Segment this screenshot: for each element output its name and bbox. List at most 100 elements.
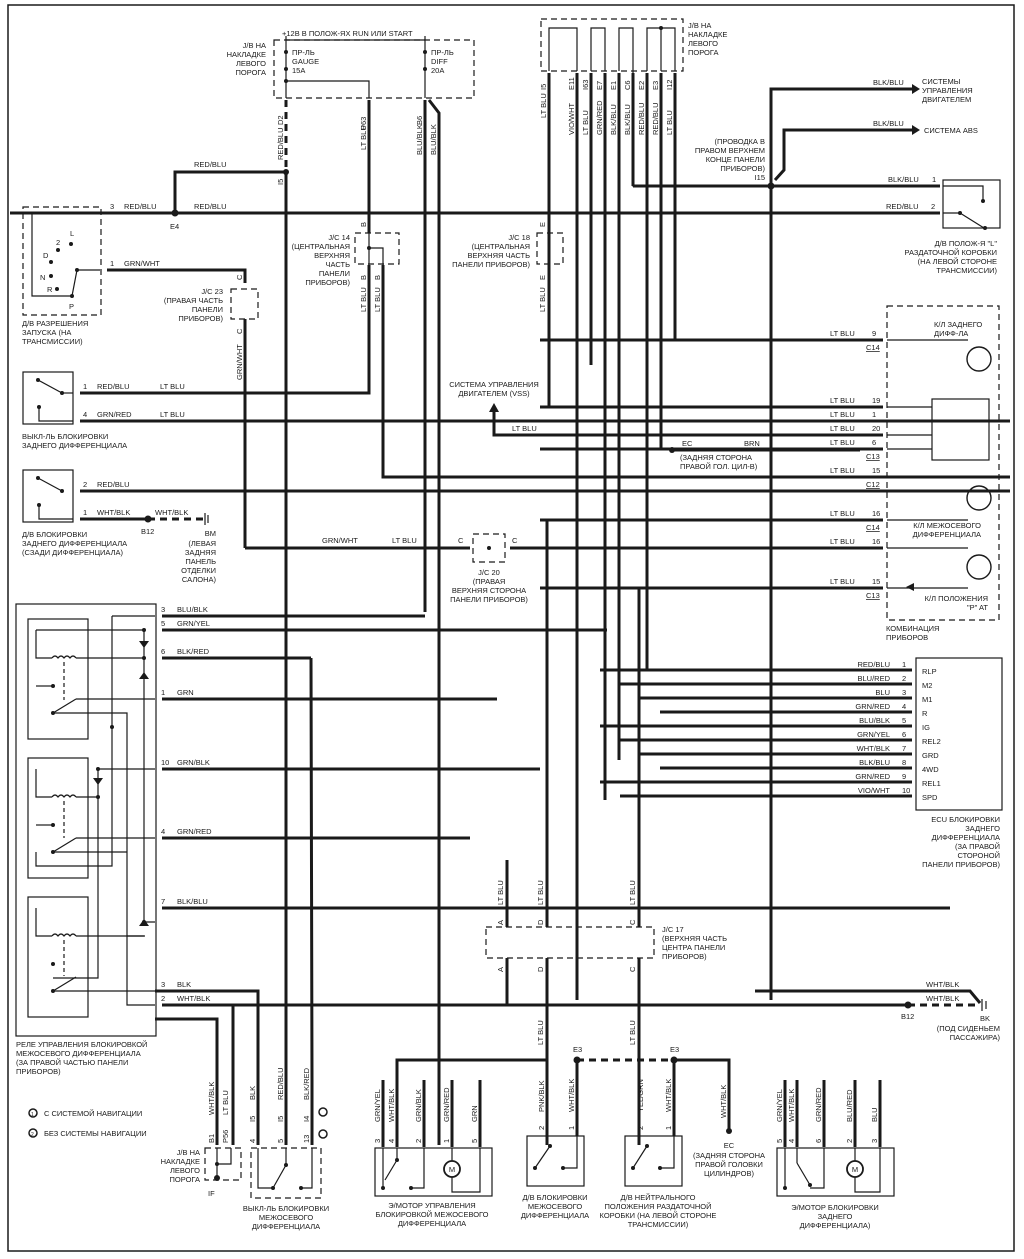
lamp-label: К/Л ЗАДНЕГО: [934, 320, 982, 329]
wire-label: LT BLU: [539, 93, 548, 118]
wire-label: GRN/RED: [855, 772, 890, 781]
wire-blk-blu: [773, 128, 912, 182]
pin-label: 2: [161, 994, 165, 1003]
wire-label: LT BLU: [628, 1020, 637, 1045]
ecu-terminal-name: R: [922, 709, 928, 718]
wire-label: WHT/BLK: [664, 1079, 673, 1112]
wire-label: BLK/BLU: [873, 78, 904, 87]
component-label: ПОЛОЖЕНИЯ РАЗДАТОЧНОЙ: [605, 1202, 712, 1211]
fuse-diff-label: DIFF: [431, 57, 448, 66]
pin-label: 5: [161, 619, 165, 628]
fuse-gauge-label: GAUGE: [292, 57, 319, 66]
fuse-diff-label: ПР-ЛЬ: [431, 48, 454, 57]
wire-label: GRN/BLK: [177, 758, 210, 767]
wire-label: LT BLU: [392, 536, 417, 545]
component-label: ТРАНСМИССИИ): [22, 337, 83, 346]
pin-label: B: [373, 275, 382, 280]
wire-label: LT BLU: [536, 1020, 545, 1045]
jc-label: ВЕРХНЯЯ СТОРОНА: [452, 586, 526, 595]
bottom-jb: IF J/B НА НАКЛАДКЕ ЛЕВОГО ПОРОГА B1 P56 …: [155, 1017, 242, 1198]
wire-label: BLK/RED: [302, 1067, 311, 1100]
pin-label: 6: [872, 438, 876, 447]
jc-label: ВЕРХНЯЯ ЧАСТЬ: [467, 251, 530, 260]
nav-marker-2-icon: [318, 1129, 328, 1139]
pin-label: 3: [373, 1139, 382, 1143]
wire-label: RED/BLU: [637, 102, 646, 135]
wire-label: BLK: [248, 1086, 257, 1100]
wire-label: LT BLU: [538, 287, 547, 312]
component-label: ЗАДНЕГО ДИФФЕРЕНЦИАЛА: [22, 539, 127, 548]
relay-label: МЕЖОСЕВОГО ДИФФЕРЕНЦИАЛА: [16, 1049, 141, 1058]
component-label: Э/МОТОР УПРАВЛЕНИЯ: [388, 1201, 475, 1210]
pin-label: 19: [872, 396, 880, 405]
wire-label: GRN/BLK: [414, 1089, 423, 1122]
jb-label-line: J/B НА: [688, 21, 711, 30]
wire-label: LT BLU: [160, 410, 185, 419]
ground-label: ПАССАЖИРА): [950, 1033, 1001, 1042]
position-label: L: [70, 229, 74, 238]
wire-label: GRN/RED: [595, 100, 604, 135]
component-label: РАЗДАТОЧНОЙ КОРОБКИ: [904, 248, 997, 257]
wire-label: GRN/WHT: [235, 344, 244, 380]
top-right-jb: J/B НА НАКЛАДКЕ ЛЕВОГО ПОРОГА: [540, 18, 727, 72]
jc-label: ПАНЕЛИ: [319, 269, 350, 278]
wire-label: WHT/BLK: [387, 1089, 396, 1122]
cluster-label: КОМБИНАЦИЯ: [886, 624, 939, 633]
ground-label: ПАНЕЛЬ: [185, 557, 216, 566]
target-label: УПРАВЛЕНИЯ: [922, 86, 973, 95]
jc-label: ЦЕНТРА ПАНЕЛИ: [662, 943, 725, 952]
wire-label: LT BLU: [221, 1090, 230, 1115]
component-label: ДИФФЕРЕНЦИАЛА): [800, 1221, 871, 1230]
ecu-label: ПАНЕЛИ ПРИБОРОВ): [922, 860, 1000, 869]
ground-icon: [214, 1175, 220, 1181]
arrow-up-icon: [489, 403, 499, 412]
component-label: ТРАНСМИССИИ): [936, 266, 997, 275]
pin-label: E1: [609, 81, 618, 90]
wire-label: VIO/WHT: [858, 786, 890, 795]
wire-label: LT BLU: [830, 410, 855, 419]
jb-label-line: ЛЕВОГО: [688, 39, 718, 48]
component-label: ЗАДНЕГО: [818, 1212, 853, 1221]
pin-label: 4: [248, 1139, 257, 1143]
diode-icon: [139, 672, 149, 679]
relay-label: ПРИБОРОВ): [16, 1067, 61, 1076]
component-label: ТРАНСМИССИИ): [628, 1220, 689, 1229]
wire-label: BLU/RED: [857, 674, 890, 683]
pin-label: 4: [161, 827, 165, 836]
wire-label: GRN/WHT: [322, 536, 358, 545]
component-label: Д/В РАЗРЕШЕНИЯ: [22, 319, 88, 328]
component-label: КОРОБКИ (НА ЛЕВОЙ СТОРОНЕ: [600, 1211, 717, 1220]
wire-label: GRN/YEL: [373, 1089, 382, 1122]
lamp-label: "P" AT: [967, 603, 988, 612]
wire-label: RED/BLU: [651, 102, 660, 135]
diode-icon: [906, 583, 914, 591]
pin-label: 4: [387, 1139, 396, 1143]
wire-label: LT BLU: [830, 329, 855, 338]
rear-lock-motor: M Э/МОТОР БЛОКИРОВКИ ЗАДНЕГО ДИФФЕРЕНЦИА…: [776, 1147, 895, 1230]
ground-id: IF: [208, 1189, 215, 1198]
splice-label: ПРИБОРОВ): [720, 164, 765, 173]
pin-label: 16: [872, 537, 880, 546]
wire-label: BLU/BLK: [415, 124, 424, 155]
jb-label-line: ПОРОГА: [236, 68, 266, 77]
position-label: N: [40, 273, 45, 282]
component-label: Д/В БЛОКИРОВКИ: [522, 1193, 587, 1202]
pin-label: 2: [931, 202, 935, 211]
e3-ground-bus: E3 E3 WHT/BLK EC (ЗАДНЯЯ СТОРОНА ПРАВОЙ …: [395, 1045, 765, 1178]
wire-label: VIO/WHT: [567, 103, 576, 135]
pin-label: 3: [161, 980, 165, 989]
wire-label: GRN/RED: [97, 410, 132, 419]
pin-label: 1: [567, 1126, 576, 1130]
component-label: МЕЖОСЕВОГО: [528, 1202, 582, 1211]
wire-label: LT BLU: [830, 396, 855, 405]
component-label: МЕЖОСЕВОГО: [259, 1213, 313, 1222]
